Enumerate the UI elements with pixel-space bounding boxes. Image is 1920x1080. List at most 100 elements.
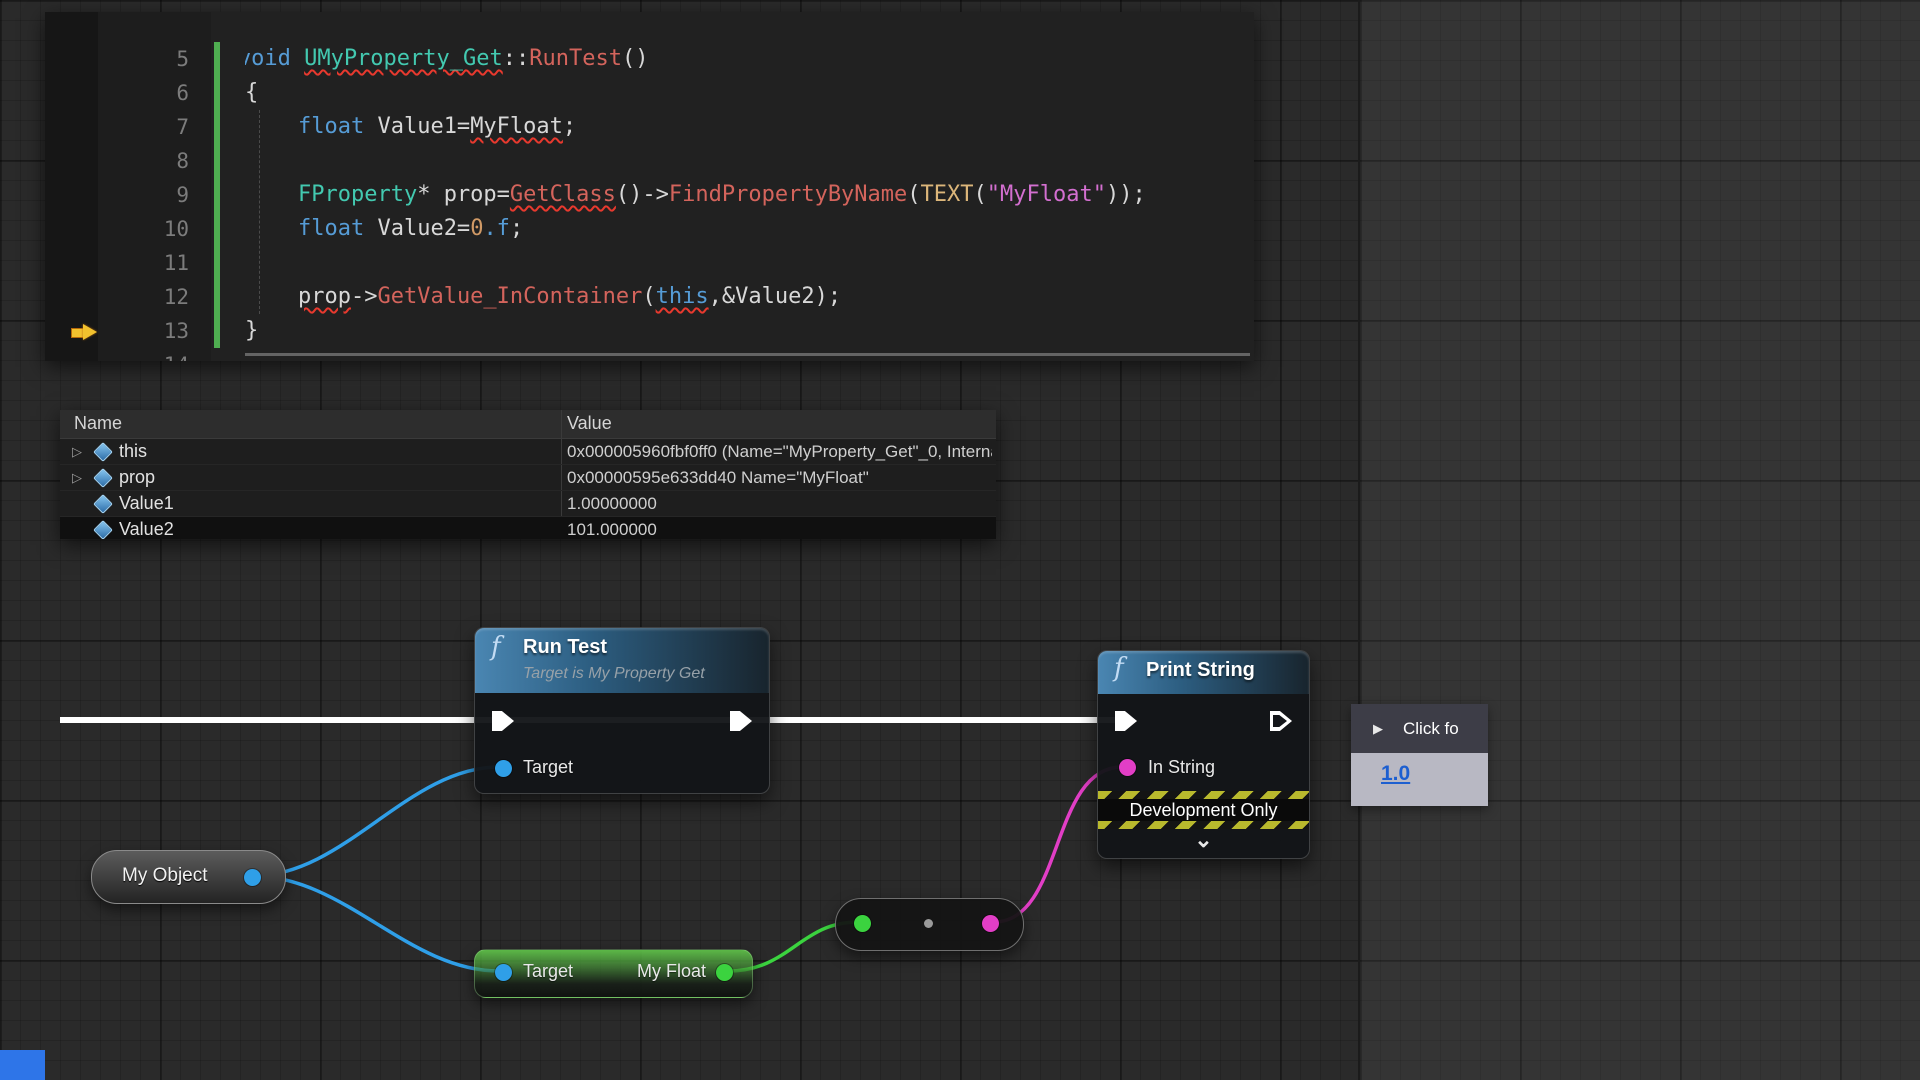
expand-arrow-icon[interactable]: ▷ <box>72 443 82 459</box>
breakpoint-margin[interactable] <box>45 12 98 361</box>
node-header: f Print String <box>1098 651 1309 694</box>
variable-icon <box>93 441 113 462</box>
hazard-stripe <box>1098 791 1309 799</box>
node-print-string[interactable]: f Print String In String Development Onl… <box>1097 650 1310 859</box>
code-area[interactable]: ⌄void UMyProperty_Get::RunTest(){ float … <box>245 42 1254 361</box>
variable-name: this <box>119 441 148 461</box>
expand-chevron-icon[interactable]: ⌄ <box>1194 827 1213 852</box>
code-token <box>245 114 298 139</box>
code-token: ( <box>973 182 987 207</box>
in-string-pin-label: In String <box>1148 757 1216 777</box>
exec-out-pin[interactable] <box>1270 711 1292 731</box>
hazard-stripe <box>1098 821 1309 829</box>
code-token: GetClass <box>509 182 616 207</box>
conversion-in-pin[interactable] <box>854 915 871 932</box>
code-token: FindPropertyByName <box>668 182 908 207</box>
code-token: { <box>245 80 259 105</box>
line-number-gutter: 567891011121314 <box>98 42 211 361</box>
code-line[interactable]: float Value2=0.f; <box>245 212 1254 246</box>
code-token: "MyFloat" <box>986 182 1106 207</box>
line-number: 11 <box>163 251 189 275</box>
code-token: :: <box>502 46 530 71</box>
code-token: MyFloat <box>470 114 563 139</box>
code-token: -> <box>350 284 378 309</box>
code-token: float <box>297 216 365 241</box>
exec-out-pin[interactable] <box>730 711 752 731</box>
code-token: } <box>245 318 259 343</box>
variable-icon <box>93 493 113 514</box>
click-for-label: Click fo <box>1403 718 1459 738</box>
vcs-change-bar <box>214 42 220 348</box>
code-token: prop <box>297 284 351 309</box>
column-divider[interactable] <box>561 410 562 539</box>
code-token: ,&Value2); <box>708 284 842 309</box>
code-line[interactable]: { <box>245 76 1254 110</box>
code-line[interactable]: prop->GetValue_InContainer(this,&Value2)… <box>245 280 1254 314</box>
exec-in-pin[interactable] <box>1115 711 1137 731</box>
code-token: ; <box>509 216 524 241</box>
object-wire-to-getter[interactable] <box>252 874 500 973</box>
code-line[interactable]: } <box>245 314 1254 348</box>
object-wire-to-run-test[interactable] <box>252 765 500 878</box>
conversion-out-pin[interactable] <box>982 915 999 932</box>
my-float-pin-label: My Float <box>636 961 706 981</box>
expand-arrow-icon[interactable]: ▷ <box>72 469 82 485</box>
code-editor[interactable]: 567891011121314 ⌄void UMyProperty_Get::R… <box>45 12 1254 361</box>
code-line[interactable]: ⌄void UMyProperty_Get::RunTest() <box>245 42 1254 76</box>
indent-guide <box>259 110 260 314</box>
code-line[interactable]: FProperty* prop=GetClass()->FindProperty… <box>245 178 1254 212</box>
value-column-header: Value <box>567 413 612 433</box>
code-token <box>245 182 298 207</box>
exec-in-pin[interactable] <box>492 711 514 731</box>
blue-corner-fragment <box>0 1050 45 1080</box>
code-token: .f <box>483 216 510 241</box>
node-my-object[interactable]: My Object <box>91 850 286 904</box>
line-number: 10 <box>163 217 189 241</box>
code-token: ( <box>907 182 921 207</box>
line-number: 8 <box>176 149 189 173</box>
line-number: 7 <box>176 115 189 139</box>
code-token: void <box>245 46 291 71</box>
play-icon: ▶ <box>1373 720 1383 736</box>
object-output-pin[interactable] <box>244 869 261 886</box>
horizontal-scrollbar[interactable] <box>245 353 1250 356</box>
in-string-pin[interactable] <box>1119 759 1136 776</box>
variable-name: Value2 <box>119 519 174 539</box>
debug-value: 1.0 <box>1381 762 1411 785</box>
right-graph-panel[interactable] <box>1358 0 1920 1080</box>
watch-name-cell: Value2 <box>60 517 561 539</box>
debugger-watch-window[interactable]: Name Value ▷ this 0x000005960fbf0ff0 (Name… <box>60 410 996 539</box>
click-for-button[interactable]: ▶ Click fo <box>1351 704 1488 753</box>
line-number: 9 <box>176 183 189 207</box>
code-line[interactable] <box>245 144 1254 178</box>
line-number: 13 <box>163 319 189 343</box>
target-pin[interactable] <box>495 760 512 777</box>
my-float-pin[interactable] <box>716 964 733 981</box>
node-title: Print String <box>1146 659 1255 681</box>
code-token: UMyProperty_Get <box>304 46 503 71</box>
watch-name-cell: ▷ this <box>60 439 561 464</box>
function-icon: f <box>1114 653 1124 683</box>
code-line[interactable] <box>245 246 1254 280</box>
code-token: ()-> <box>615 182 669 207</box>
code-token: GetValue_InContainer <box>377 284 643 309</box>
watch-row[interactable]: Value2 101.000000 <box>60 517 996 539</box>
target-pin[interactable] <box>495 964 512 981</box>
code-line[interactable]: float Value1=MyFloat; <box>245 110 1254 144</box>
variable-value: 101.000000 <box>567 519 657 539</box>
code-token: TEXT <box>920 182 974 207</box>
development-only-banner: Development Only <box>1098 791 1309 829</box>
watch-header: Name Value <box>60 410 996 439</box>
debug-value-popup[interactable]: ▶ Click fo 1.0 <box>1351 704 1488 806</box>
watch-name-cell: Value1 <box>60 491 561 516</box>
node-subtitle: Target is My Property Get <box>523 665 705 682</box>
conversion-node[interactable] <box>835 898 1024 951</box>
variable-name: prop <box>119 467 156 487</box>
node-run-test[interactable]: f Run Test Target is My Property Get Tar… <box>474 627 770 794</box>
variable-value: 0x000005960fbf0ff0 (Name="MyProperty_Get… <box>567 441 992 461</box>
watch-row[interactable]: ▷ this 0x000005960fbf0ff0 (Name="MyPropert… <box>60 439 996 465</box>
node-get-my-float[interactable]: Target My Float <box>474 949 753 998</box>
